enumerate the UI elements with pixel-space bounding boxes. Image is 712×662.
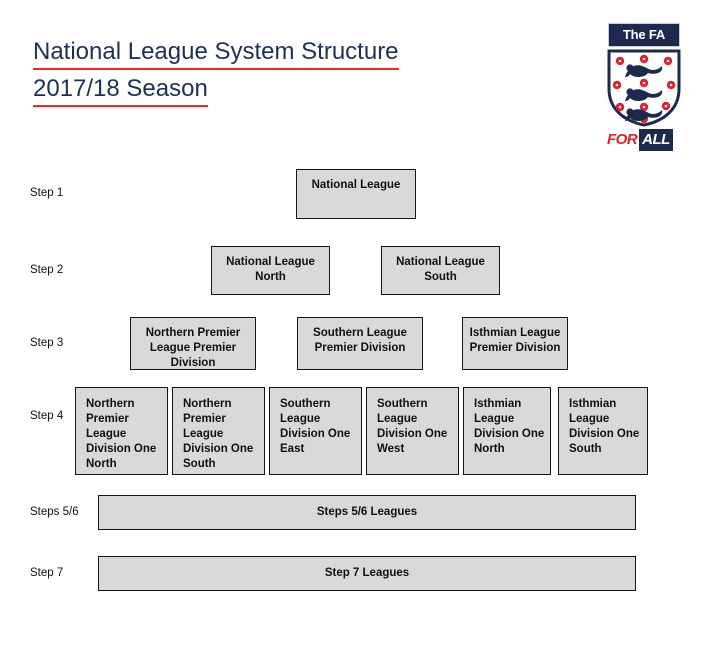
league-box-northern-premier-league-division-one-north[interactable]: Northern Premier League Division One Nor…: [75, 387, 168, 475]
league-box-isthmian-league-division-one-south[interactable]: Isthmian League Division One South: [558, 387, 648, 475]
fa-banner-label: The FA: [608, 23, 680, 47]
league-box-isthmian-league-premier-division[interactable]: Isthmian League Premier Division: [462, 317, 568, 370]
fa-for-all-tagline: FOR ALL: [607, 129, 681, 151]
league-box-national-league[interactable]: National League: [296, 169, 416, 219]
step-label-1: Step 1: [30, 187, 64, 199]
page-title-line-2: 2017/18 Season: [33, 73, 208, 107]
fa-tagline-all: ALL: [639, 129, 673, 151]
league-box-national-league-south[interactable]: National League South: [381, 246, 500, 295]
league-box-national-league-north[interactable]: National League North: [211, 246, 330, 295]
step-label-4: Step 4: [30, 410, 64, 422]
league-box-southern-league-premier-division[interactable]: Southern League Premier Division: [297, 317, 423, 370]
league-box-northern-premier-league-division-one-south[interactable]: Northern Premier League Division One Sou…: [172, 387, 265, 475]
fa-logo: The FA FOR ALL: [604, 23, 684, 155]
step-label-2: Step 2: [30, 264, 64, 276]
league-box-steps-5-6-leagues[interactable]: Steps 5/6 Leagues: [98, 495, 636, 530]
page-title: National League System Structure 2017/18…: [33, 36, 433, 107]
step-label-3: Step 3: [30, 337, 64, 349]
fa-tagline-for: FOR: [607, 131, 638, 148]
fa-three-lions-shield-icon: [607, 49, 681, 127]
league-box-step-7-leagues[interactable]: Step 7 Leagues: [98, 556, 636, 591]
step-label-5-6: Steps 5/6: [30, 506, 79, 518]
page-title-line-1: National League System Structure: [33, 36, 399, 70]
league-box-southern-league-division-one-east[interactable]: Southern League Division One East: [269, 387, 362, 475]
league-box-isthmian-league-division-one-north[interactable]: Isthmian League Division One North: [463, 387, 551, 475]
league-box-northern-premier-league-premier-division[interactable]: Northern Premier League Premier Division: [130, 317, 256, 370]
league-box-southern-league-division-one-west[interactable]: Southern League Division One West: [366, 387, 459, 475]
step-label-7: Step 7: [30, 567, 64, 579]
